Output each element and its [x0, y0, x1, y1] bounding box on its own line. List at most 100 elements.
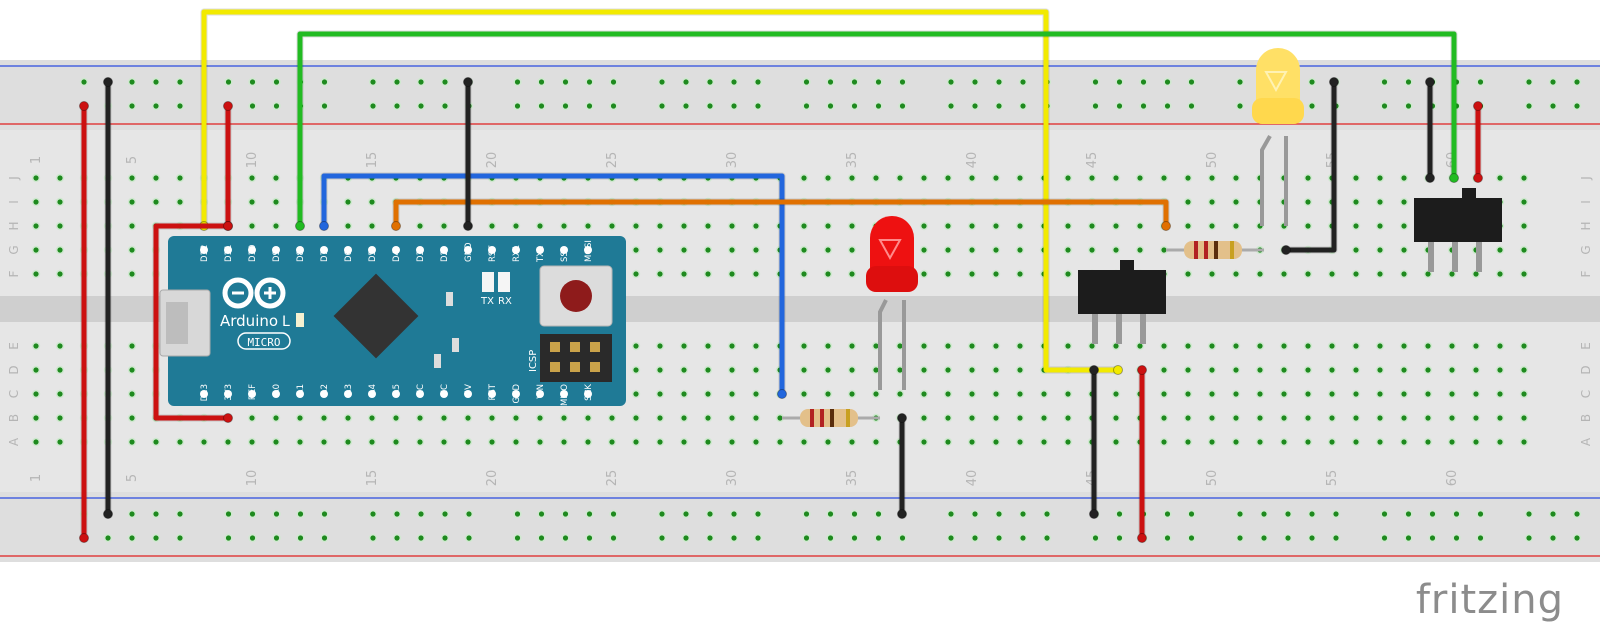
- rail-hole: [127, 77, 137, 87]
- breadboard-hole: [655, 413, 665, 423]
- breadboard-hole: [1183, 221, 1193, 231]
- rail-hole: [440, 533, 450, 543]
- breadboard-hole: [1519, 173, 1529, 183]
- red-wire-rail[interactable]: [79, 101, 89, 543]
- arduino-pin: MISO: [560, 384, 570, 406]
- breadboard-hole: [727, 413, 737, 423]
- black-wire-led[interactable]: [897, 413, 907, 519]
- column-number-bottom: 55: [1325, 470, 1340, 487]
- slide-switch-2[interactable]: [1414, 188, 1502, 272]
- red-wire-5v[interactable]: [152, 221, 233, 423]
- breadboard-hole: [1399, 221, 1409, 231]
- breadboard-hole: [55, 173, 65, 183]
- arduino-pin: A0: [272, 384, 282, 398]
- breadboard-hole: [1015, 437, 1025, 447]
- breadboard-hole: [967, 389, 977, 399]
- breadboard-hole: [247, 413, 257, 423]
- pin-label: D12: [200, 245, 210, 262]
- resistor-1[interactable]: [782, 409, 880, 427]
- arduino-pin: TX1: [536, 246, 546, 263]
- breadboard-hole: [631, 365, 641, 375]
- slide-switch-1[interactable]: [1078, 260, 1166, 344]
- breadboard-hole: [1399, 341, 1409, 351]
- rail-hole: [753, 101, 763, 111]
- breadboard-hole: [1087, 245, 1097, 255]
- breadboard-hole: [1303, 341, 1313, 351]
- rail-hole: [296, 509, 305, 519]
- breadboard-hole: [1183, 365, 1193, 375]
- rail-hole: [1428, 509, 1437, 519]
- breadboard-hole: [1399, 365, 1409, 375]
- black-wire-switch2[interactable]: [1425, 77, 1435, 183]
- arduino-pin: NC: [416, 384, 426, 398]
- breadboard-hole: [319, 413, 329, 423]
- rail-hole: [753, 77, 763, 87]
- red-wire-switch[interactable]: [1137, 365, 1147, 543]
- red-wire-switch2[interactable]: [1473, 101, 1483, 183]
- arduino-pin: D13: [200, 384, 210, 401]
- breadboard-hole: [823, 365, 833, 375]
- rail-hole: [440, 77, 450, 87]
- breadboard-hole: [55, 389, 65, 399]
- breadboard-hole: [943, 365, 953, 375]
- rail-hole: [1524, 101, 1534, 111]
- breadboard-hole: [31, 389, 41, 399]
- orange-wire[interactable]: [391, 198, 1171, 231]
- rail-hole: [175, 77, 185, 87]
- breadboard-hole: [1303, 221, 1313, 231]
- breadboard-hole: [967, 221, 977, 231]
- black-wire-yellow-led[interactable]: [1281, 77, 1339, 255]
- icsp-header: [540, 334, 612, 382]
- breadboard-hole: [799, 341, 809, 351]
- breadboard-hole: [343, 197, 353, 207]
- rail-hole: [1163, 533, 1172, 543]
- breadboard-hole: [511, 221, 521, 231]
- breadboard-hole: [415, 413, 425, 423]
- row-letter: G: [1579, 245, 1593, 254]
- breadboard-hole: [535, 413, 545, 423]
- breadboard-hole: [679, 365, 689, 375]
- rail-hole: [657, 509, 667, 519]
- breadboard-hole: [1207, 413, 1217, 423]
- black-wire-gnd[interactable]: [463, 77, 473, 231]
- reset-button-cap[interactable]: [560, 280, 592, 312]
- breadboard-hole: [55, 437, 65, 447]
- pin-label: D6: [344, 250, 354, 262]
- rail-hole: [272, 509, 281, 519]
- breadboard-hole: [1471, 341, 1481, 351]
- rail-hole: [561, 77, 570, 87]
- breadboard-hole: [727, 221, 737, 231]
- breadboard-hole: [775, 437, 785, 447]
- rail-hole: [1572, 533, 1582, 543]
- breadboard-hole: [1255, 389, 1265, 399]
- blue-wire[interactable]: [319, 172, 787, 399]
- breadboard-hole: [31, 341, 41, 351]
- breadboard-hole: [1063, 173, 1073, 183]
- red-wire-top[interactable]: [223, 101, 233, 231]
- column-number-top: 15: [365, 152, 380, 169]
- black-wire-rail[interactable]: [103, 77, 113, 519]
- breadboard-hole: [343, 437, 353, 447]
- green-wire[interactable]: [295, 30, 1459, 231]
- rail-hole: [392, 77, 402, 87]
- red-led[interactable]: [866, 216, 918, 390]
- black-wire-switch[interactable]: [1089, 365, 1099, 519]
- bottom-power-rail: [0, 492, 1600, 562]
- resistor-2[interactable]: [1166, 241, 1264, 259]
- breadboard-hole: [655, 245, 665, 255]
- breadboard-hole: [967, 173, 977, 183]
- row-letter: I: [1579, 200, 1593, 204]
- arduino-pin: A3: [344, 384, 354, 398]
- rail-hole: [1404, 77, 1413, 87]
- breadboard-hole: [367, 413, 377, 423]
- icsp-pins: [550, 342, 600, 372]
- rail-hole: [368, 509, 378, 519]
- breadboard-hole: [55, 413, 65, 423]
- breadboard-hole: [991, 389, 1001, 399]
- breadboard-hole: [1279, 365, 1289, 375]
- yellow-led[interactable]: [1252, 48, 1304, 226]
- rail-hole: [224, 533, 233, 543]
- breadboard-hole: [871, 173, 881, 183]
